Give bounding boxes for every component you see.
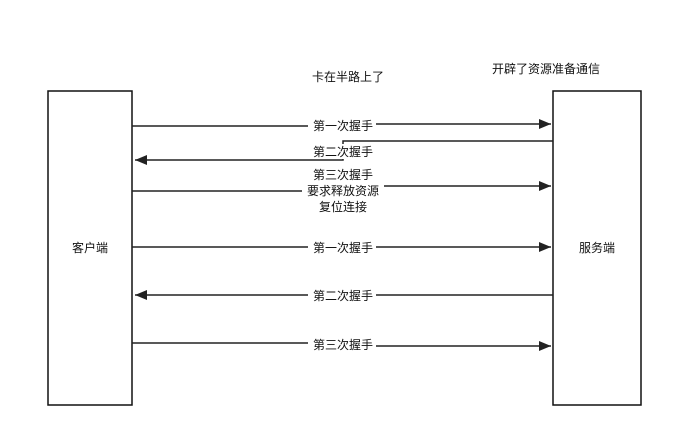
message-label: 第二次握手 xyxy=(313,288,373,303)
message-synack-1: 第二次握手 xyxy=(135,140,553,165)
message-ack-reset: 第三次握手 要求释放资源 复位连接 xyxy=(132,166,551,214)
stuck-annotation: 卡在半路上了 xyxy=(312,69,384,84)
message-label: 第一次握手 xyxy=(313,240,373,255)
server-label: 服务端 xyxy=(579,240,615,255)
server-resource-annotation: 开辟了资源准备通信 xyxy=(492,61,600,76)
message-syn-1: 第一次握手 xyxy=(132,118,551,133)
message-label: 第三次握手 xyxy=(313,337,373,352)
message-syn-2: 第一次握手 xyxy=(132,240,551,255)
message-label: 复位连接 xyxy=(319,199,367,214)
client-label: 客户端 xyxy=(72,240,108,255)
message-synack-2: 第二次握手 xyxy=(135,288,553,303)
server-box xyxy=(552,90,642,406)
message-label: 要求释放资源 xyxy=(307,183,379,198)
message-ack-2: 第三次握手 xyxy=(132,337,551,352)
message-label: 第一次握手 xyxy=(313,118,373,133)
message-label: 第二次握手 xyxy=(313,144,373,159)
client-box xyxy=(47,90,133,406)
message-label: 第三次握手 xyxy=(313,167,373,182)
